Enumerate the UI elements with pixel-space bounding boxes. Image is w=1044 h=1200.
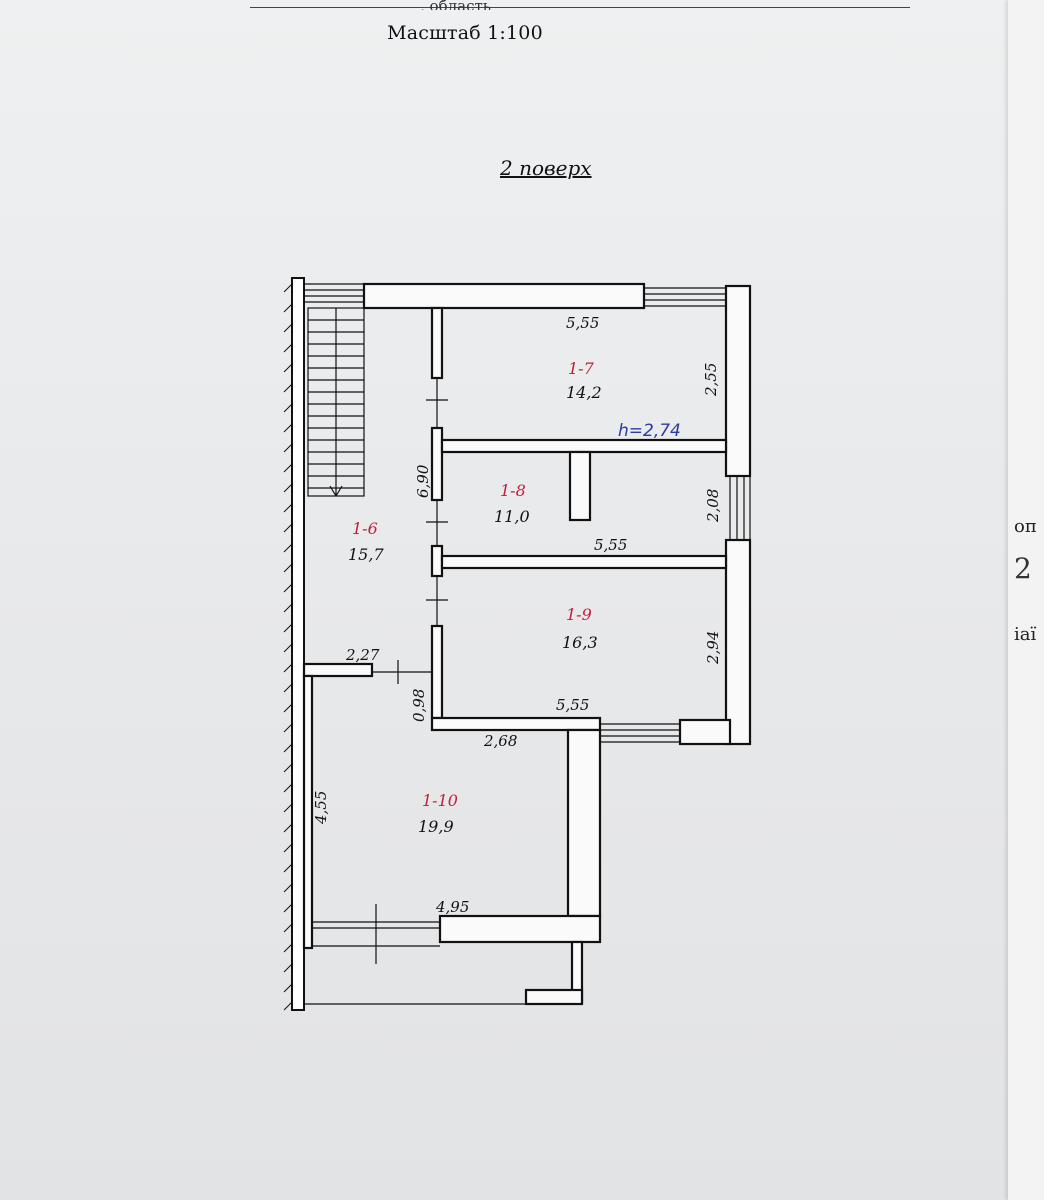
- dim-room8-width: 5,55: [594, 536, 627, 554]
- strip-text-1: оп: [1014, 516, 1037, 537]
- partition-8-9: [440, 554, 728, 570]
- room-number-1-10: 1-10: [422, 791, 458, 810]
- dim-room6-length: 6,90: [414, 464, 432, 498]
- room-area-1-9: 16,3: [562, 633, 598, 652]
- dim-room9-depth: 2,94: [704, 631, 722, 665]
- room10-right-wall: [566, 728, 602, 918]
- dim-room9-width: 5,55: [556, 696, 589, 714]
- right-wall-lower: [724, 538, 752, 746]
- left-outer-wall: [283, 277, 305, 1011]
- right-bottom-corner: [678, 718, 732, 746]
- partition-9-10: [430, 716, 602, 732]
- dim-room7-depth: 2,55: [702, 363, 720, 397]
- dim-passage: 0,98: [410, 689, 428, 722]
- room-number-1-9: 1-9: [566, 605, 592, 624]
- header-fragment: , область: [420, 0, 491, 10]
- dim-room6-width: 2,27: [345, 646, 380, 664]
- strip-text-2: 2: [1014, 552, 1032, 585]
- top-left-window: [304, 283, 364, 303]
- room-number-1-6: 1-6: [352, 519, 378, 538]
- top-wall: [362, 282, 646, 310]
- balcony-rail: [524, 988, 584, 1006]
- right-wall-upper: [724, 284, 752, 478]
- right-window: [729, 476, 751, 540]
- adjacent-page-edge: оп 2 іаї: [1008, 0, 1044, 1200]
- room10-left-wall: [302, 674, 314, 950]
- staircase: [307, 307, 365, 497]
- dim-room8-depth: 2,08: [704, 489, 722, 523]
- mid-wall-4: [430, 624, 444, 720]
- floor-title: 2 поверх: [500, 156, 592, 180]
- header-rule: [250, 7, 910, 8]
- room-area-1-8: 11,0: [494, 507, 530, 526]
- dim-room10-bottom: 4,95: [435, 898, 469, 916]
- top-right-window: [644, 287, 726, 307]
- room-number-1-7: 1-7: [568, 359, 595, 378]
- room-area-1-10: 19,9: [418, 817, 454, 836]
- mid-wall-1: [430, 306, 444, 380]
- partition-7-8: [440, 438, 728, 454]
- dim-room10-top: 2,68: [483, 732, 517, 750]
- room-height-note: h=2,74: [618, 421, 681, 441]
- scale-label: Масштаб 1:100: [387, 22, 543, 44]
- room10-bottom-wall: [438, 914, 602, 944]
- partition-6-10: [302, 662, 374, 678]
- strip-text-3: іаї: [1014, 624, 1037, 645]
- mid-wall-2: [430, 426, 444, 502]
- mid-wall-3: [430, 544, 444, 578]
- dim-room7-width: 5,55: [566, 314, 599, 332]
- room-area-1-7: 14,2: [566, 383, 602, 402]
- balcony: [303, 904, 526, 1005]
- room-area-1-6: 15,7: [348, 545, 384, 564]
- room-number-1-8: 1-8: [500, 481, 526, 500]
- door-marks: [372, 378, 448, 684]
- room8-niche: [568, 450, 592, 522]
- dim-room10-depth: 4,55: [312, 791, 330, 825]
- bottom-window-room9: [600, 723, 680, 743]
